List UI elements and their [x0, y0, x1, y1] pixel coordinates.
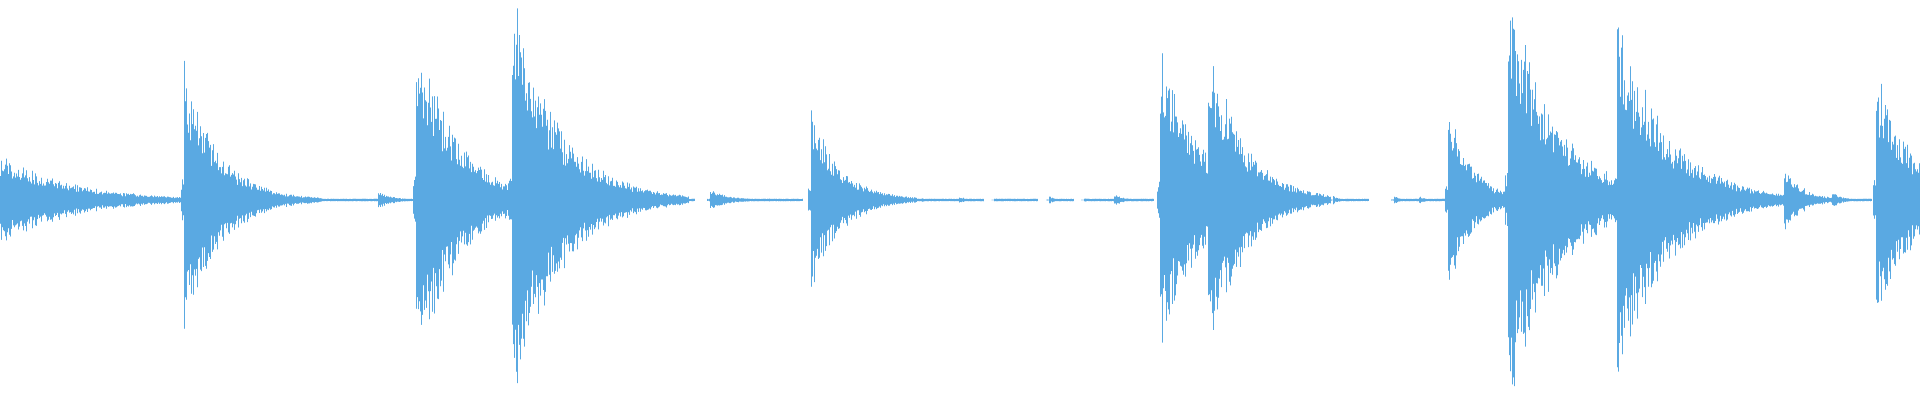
waveform-bars [0, 8, 1920, 387]
